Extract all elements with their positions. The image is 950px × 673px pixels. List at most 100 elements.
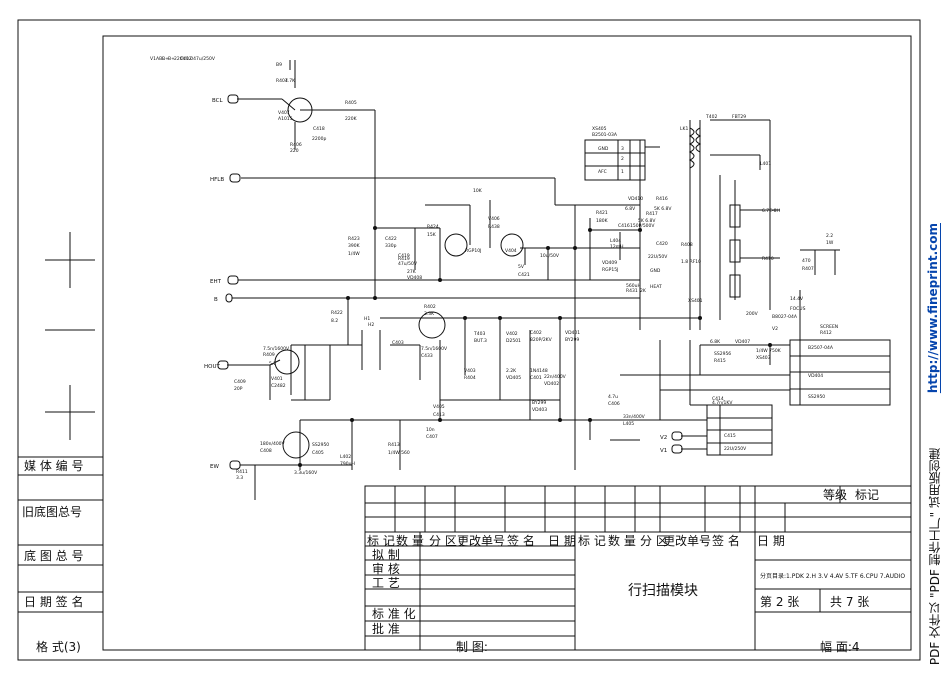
component-label: VD402 bbox=[544, 381, 559, 387]
component-label: 2 bbox=[621, 156, 624, 162]
grade-label: 等级 bbox=[823, 488, 847, 502]
component-label: BY299 bbox=[532, 400, 546, 406]
ew-label: EW bbox=[210, 464, 219, 470]
component-label: L405 bbox=[623, 421, 634, 427]
component-label: AFC bbox=[598, 169, 607, 175]
component-label: V404 bbox=[505, 248, 517, 254]
archive-block: 媒 体 编 号 旧底图总号 底 图 总 号 日 期 签 名 bbox=[18, 456, 103, 613]
component-label: B8027-04A bbox=[772, 314, 798, 320]
component-label: C422 bbox=[385, 236, 397, 242]
component-label: 3.3 bbox=[236, 475, 243, 481]
mark-label: 标记 bbox=[855, 488, 879, 502]
component-label: 8.2 bbox=[331, 318, 338, 324]
rev-header-6: 日 期 bbox=[548, 534, 576, 548]
input-labels: BCL HFLB EHT B HOUT EW V2 V1 bbox=[204, 98, 667, 470]
component-label: VD404 bbox=[808, 373, 823, 379]
component-label: R409 bbox=[263, 352, 275, 358]
component-label: C421 bbox=[518, 272, 530, 278]
watermark-url[interactable]: http://www.fineprint.com bbox=[926, 223, 940, 394]
component-label: T402 bbox=[705, 114, 717, 120]
component-label: 790uH bbox=[340, 461, 355, 467]
rev-header-12: 日 期 bbox=[757, 534, 785, 548]
role-standard: 标 准 化 bbox=[372, 607, 416, 621]
rev-header-11: 签 名 bbox=[712, 533, 740, 548]
component-label: 5K 6.8V bbox=[654, 206, 672, 212]
component-label: BUT.3 bbox=[474, 338, 487, 344]
rev-header-9: 分 区 bbox=[640, 534, 668, 548]
component-label: XS403 bbox=[756, 355, 771, 361]
component-label: 220K bbox=[345, 116, 358, 122]
component-label: 330p bbox=[385, 243, 397, 249]
old-base-no-label: 旧底图总号 bbox=[22, 504, 82, 519]
component-label: 14.4V bbox=[790, 296, 804, 302]
component-label: 180n/400V bbox=[260, 441, 286, 447]
component-label: 10K bbox=[473, 188, 483, 194]
rev-header-1: 标 记 bbox=[367, 534, 395, 548]
component-label: V1 bbox=[150, 56, 156, 62]
input-connectors bbox=[217, 94, 683, 470]
component-label: GND bbox=[650, 268, 661, 274]
component-label: 22U/50V bbox=[648, 254, 668, 260]
component-label: B+ bbox=[162, 56, 169, 62]
bcl-label: BCL bbox=[212, 98, 224, 104]
page-border bbox=[17, 19, 921, 661]
component-label: R412 bbox=[820, 330, 832, 336]
rev-header-10: 更改单号 bbox=[663, 534, 711, 548]
component-label: B2507-04A bbox=[808, 345, 834, 351]
component-label: C401 bbox=[530, 375, 542, 381]
component-label: 1W bbox=[826, 240, 834, 246]
component-label: 5.1 bbox=[269, 361, 276, 367]
component-label: B2501-03A bbox=[592, 132, 618, 138]
component-label: XS401 bbox=[688, 298, 703, 304]
component-label: C2482 bbox=[271, 383, 286, 389]
component-label: 33n/400V bbox=[623, 414, 646, 420]
component-label: C408 bbox=[260, 448, 272, 454]
component-label: SCREEN bbox=[820, 324, 838, 330]
component-label: R438 bbox=[488, 224, 500, 230]
component-label: 7.5n/1600V bbox=[421, 346, 448, 352]
component-label: 6.8K bbox=[710, 339, 721, 345]
role-drafted: 拟 制 bbox=[372, 548, 400, 562]
hflb-label: HFLB bbox=[210, 177, 224, 183]
component-label: R410 bbox=[762, 256, 774, 262]
rev-header-8: 数 量 bbox=[608, 533, 636, 548]
component-label: C416 bbox=[618, 223, 630, 229]
component-label: 820P/2KV bbox=[530, 337, 553, 343]
component-label: R415 bbox=[714, 358, 726, 364]
component-label: H1 bbox=[364, 316, 370, 322]
component-label: C415 bbox=[724, 433, 736, 439]
component-label: R406 bbox=[290, 142, 302, 148]
component-label: RGP15J bbox=[602, 267, 618, 273]
schematic-wiring bbox=[227, 60, 891, 500]
component-label: C412 bbox=[180, 56, 192, 62]
component-label: FBT29 bbox=[732, 114, 746, 120]
component-label: VD405 bbox=[506, 375, 521, 381]
component-label: HEAT bbox=[650, 284, 662, 290]
component-label: V403 bbox=[464, 368, 476, 374]
component-label: 560uH bbox=[626, 283, 641, 289]
component-label: V406 bbox=[488, 216, 500, 222]
component-label: C414 bbox=[712, 396, 724, 402]
component-label: B9 bbox=[276, 62, 282, 68]
component-label: BY299 bbox=[565, 337, 579, 343]
component-label: SS2950 bbox=[808, 394, 825, 400]
component-label: 22n/400V bbox=[544, 374, 567, 380]
component-label: 3 bbox=[621, 146, 624, 152]
rev-header-3: 分 区 bbox=[429, 534, 457, 548]
component-label: SS2956 bbox=[714, 351, 731, 357]
component-label: D2501 bbox=[506, 338, 521, 344]
component-label: VD408 bbox=[407, 275, 422, 281]
v1-label: V1 bbox=[660, 448, 667, 454]
component-label: R402 bbox=[424, 304, 436, 310]
component-label: 200V bbox=[746, 311, 759, 317]
watermark-text: PDF 文件以 "PDF 制作工厂" 试用版创建 bbox=[928, 447, 942, 665]
component-label: 7.5n/1600V bbox=[263, 346, 290, 352]
sheet-size-label: 幅 面:4 bbox=[820, 639, 860, 654]
component-label: R413 bbox=[388, 442, 400, 448]
component-label: ABL bbox=[156, 56, 165, 62]
component-label: R422 bbox=[331, 310, 343, 316]
component-label: 4.7u bbox=[608, 394, 618, 400]
drawn-by-label: 制 图: bbox=[456, 640, 488, 654]
component-label: SS2950 bbox=[312, 442, 329, 448]
component-label: 6.8V bbox=[625, 206, 636, 212]
